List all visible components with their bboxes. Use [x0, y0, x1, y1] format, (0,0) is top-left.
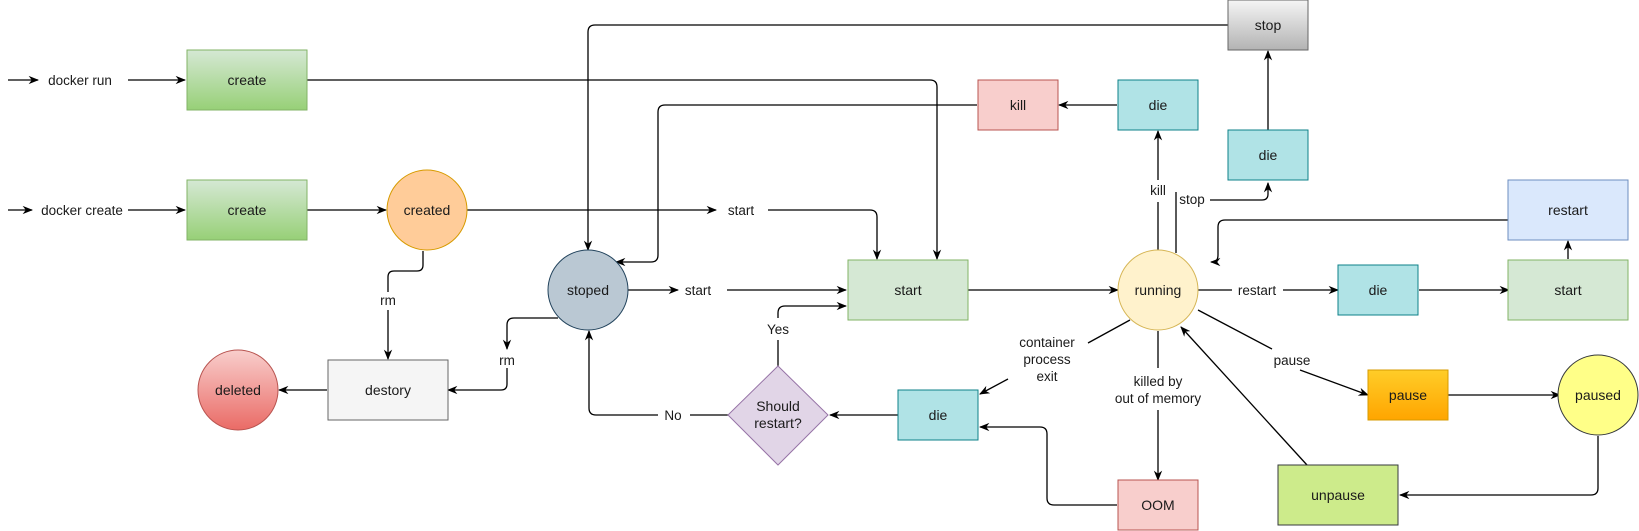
node-die-restart-label: die [1369, 282, 1388, 298]
node-unpause-label: unpause [1311, 487, 1365, 503]
node-running-label: running [1135, 282, 1182, 298]
entry-docker-create-label: docker create [41, 203, 123, 218]
node-start-center-label: start [894, 282, 921, 298]
label-start-from-created: start [728, 203, 755, 218]
node-die-kill: die [1117, 79, 1199, 131]
node-stop-label: stop [1255, 17, 1282, 33]
node-pause: pause [1367, 369, 1449, 421]
node-start-center: start [847, 259, 969, 321]
node-die-stop-label: die [1259, 147, 1278, 163]
node-running: running [1117, 249, 1199, 331]
node-should-restart: Should restart? [727, 365, 829, 466]
node-create-run-label: create [228, 72, 267, 88]
label-oom-line1: killed by [1134, 374, 1183, 389]
label-rm-created: rm [380, 293, 396, 308]
label-container-exit-line3: exit [1036, 369, 1057, 384]
label-kill: kill [1150, 183, 1166, 198]
node-start-restart: start [1507, 259, 1629, 321]
edge-pauselabel-pause [1299, 369, 1369, 396]
edge-stop-stoped [583, 24, 1228, 252]
label-pause: pause [1274, 353, 1311, 368]
node-kill-label: kill [1010, 97, 1026, 113]
node-deleted-label: deleted [215, 382, 261, 398]
edge-createtop-start [307, 79, 942, 261]
edge-yes-start [777, 301, 848, 318]
label-container-exit-line2: process [1023, 352, 1071, 367]
node-die-exit: die [897, 389, 979, 441]
edge-stoped-rm [502, 317, 558, 351]
node-restart-label: restart [1548, 202, 1588, 218]
node-oom-label: OOM [1141, 497, 1174, 513]
edges [8, 24, 1599, 506]
label-stop: stop [1179, 192, 1205, 207]
node-paused: paused [1557, 354, 1639, 436]
node-destory-label: destory [365, 382, 411, 398]
edge-running-pauselabel [1197, 309, 1273, 350]
label-no: No [664, 408, 681, 423]
node-die-kill-label: die [1149, 97, 1168, 113]
edge-paused-unpause [1398, 436, 1599, 500]
node-deleted: deleted [197, 349, 279, 431]
label-start-from-stoped: start [685, 283, 712, 298]
node-created: created [386, 169, 468, 251]
node-create-create: create [186, 179, 308, 241]
edge-stoplabel-die [1210, 181, 1273, 201]
node-die-restart: die [1337, 264, 1419, 316]
label-oom-line2: out of memory [1115, 391, 1202, 406]
edge-kill-stoped [614, 104, 977, 267]
node-start-restart-label: start [1554, 282, 1581, 298]
node-stoped: stoped [547, 249, 629, 331]
node-paused-label: paused [1575, 387, 1621, 403]
edge-created-rm [387, 251, 424, 292]
node-restart: restart [1507, 179, 1629, 241]
node-die-stop: die [1227, 129, 1309, 181]
edge-rm2-destory [446, 368, 508, 395]
edge-labels: docker run docker create start start rm … [41, 73, 1310, 423]
label-rm-stoped: rm [499, 353, 515, 368]
node-created-label: created [404, 202, 451, 218]
edge-oom-die [978, 422, 1117, 506]
entry-docker-run-label: docker run [48, 73, 112, 88]
node-unpause: unpause [1277, 464, 1399, 526]
label-container-exit-line1: container [1019, 335, 1075, 350]
edge-unpause-running [1180, 326, 1308, 466]
node-oom: OOM [1117, 479, 1199, 531]
node-should-restart-line2: restart? [754, 415, 802, 431]
node-should-restart-line1: Should [756, 398, 800, 414]
node-pause-label: pause [1389, 387, 1427, 403]
label-yes: Yes [767, 322, 789, 337]
label-restart: restart [1238, 283, 1277, 298]
node-kill: kill [977, 79, 1059, 131]
node-stoped-label: stoped [567, 282, 609, 298]
node-stop: stop [1227, 0, 1309, 51]
node-create-run: create [186, 49, 308, 111]
edge-exitlabel-die [979, 378, 1009, 395]
node-destory: destory [327, 359, 449, 421]
node-die-exit-label: die [929, 407, 948, 423]
edge-startlabel-start [768, 209, 882, 261]
edge-no-stoped [584, 329, 658, 416]
nodes: create create created stoped start runni… [186, 0, 1639, 531]
edge-restart-running [1209, 219, 1508, 267]
edge-running-exitlabel [1087, 319, 1131, 344]
node-create-create-label: create [228, 202, 267, 218]
